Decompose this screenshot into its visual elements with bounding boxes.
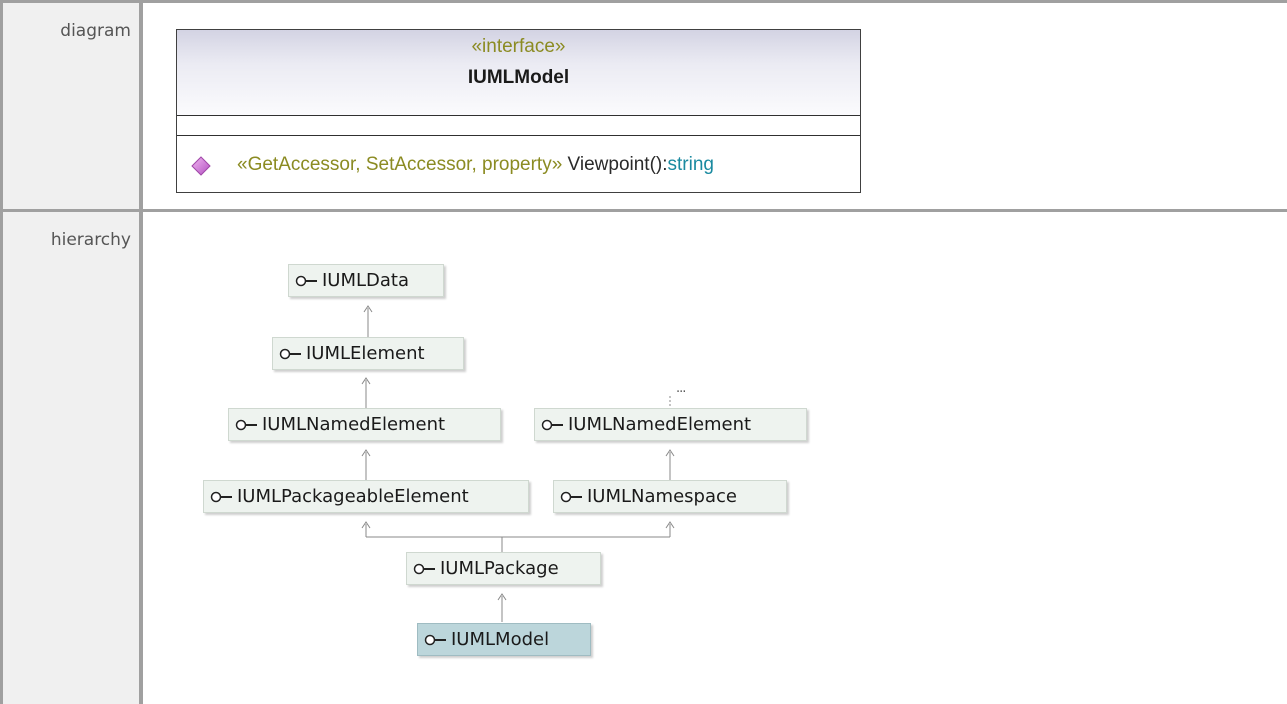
uml-class-header: «interface» IUMLModel — [177, 30, 860, 116]
class-stereotype: «interface» — [471, 36, 566, 57]
node-iumlnamedelement-left[interactable]: IUMLNamedElement — [228, 408, 501, 441]
ellipsis-more-indicator[interactable]: ... — [676, 381, 686, 396]
node-label: IUMLNamespace — [587, 486, 737, 507]
interface-lollipop-icon — [235, 419, 257, 430]
node-iumlpackageableelement[interactable]: IUMLPackageableElement — [203, 480, 529, 513]
node-label: IUMLNamedElement — [568, 414, 752, 435]
node-label: IUMLData — [322, 270, 410, 291]
node-iumlnamespace[interactable]: IUMLNamespace — [553, 480, 787, 513]
interface-lollipop-icon — [560, 491, 582, 502]
node-label: IUMLPackageableElement — [237, 486, 469, 507]
interface-lollipop-icon — [413, 563, 435, 574]
node-iumlmodel-selected[interactable]: IUMLModel — [417, 623, 591, 656]
diagram-row-label: diagram — [3, 3, 139, 209]
hierarchy-label-text: hierarchy — [50, 230, 131, 250]
interface-lollipop-icon — [541, 419, 563, 430]
interface-lollipop-icon — [424, 634, 446, 645]
node-iumlpackage[interactable]: IUMLPackage — [406, 552, 601, 585]
operation-name: Viewpoint(): — [562, 154, 668, 175]
diagram-label-text: diagram — [60, 21, 131, 41]
row-divider — [3, 209, 1287, 212]
node-iumlelement[interactable]: IUMLElement — [272, 337, 464, 370]
node-iumldata[interactable]: IUMLData — [288, 264, 444, 297]
node-iumlnamedelement-right[interactable]: IUMLNamedElement — [534, 408, 807, 441]
node-label: IUMLNamedElement — [262, 414, 446, 435]
operation-return-type: string — [667, 154, 714, 175]
interface-lollipop-icon — [295, 275, 317, 286]
node-label: IUMLElement — [306, 343, 425, 364]
class-name: IUMLModel — [467, 67, 570, 88]
node-label: IUMLModel — [451, 629, 550, 650]
hierarchy-row-label: hierarchy — [3, 212, 139, 704]
operation-stereotype: «GetAccessor, SetAccessor, property» — [237, 154, 563, 175]
operation-signature: «GetAccessor, SetAccessor, property» Vie… — [237, 154, 714, 176]
attributes-compartment — [177, 116, 860, 136]
diamond-operation-icon — [191, 156, 211, 176]
node-label: IUMLPackage — [440, 558, 559, 579]
interface-lollipop-icon — [279, 348, 301, 359]
column-divider — [139, 3, 143, 704]
uml-class-box[interactable]: «interface» IUMLModel «GetAccessor, SetA… — [176, 29, 861, 193]
interface-lollipop-icon — [210, 491, 232, 502]
operation-row[interactable]: «GetAccessor, SetAccessor, property» Vie… — [177, 136, 860, 192]
